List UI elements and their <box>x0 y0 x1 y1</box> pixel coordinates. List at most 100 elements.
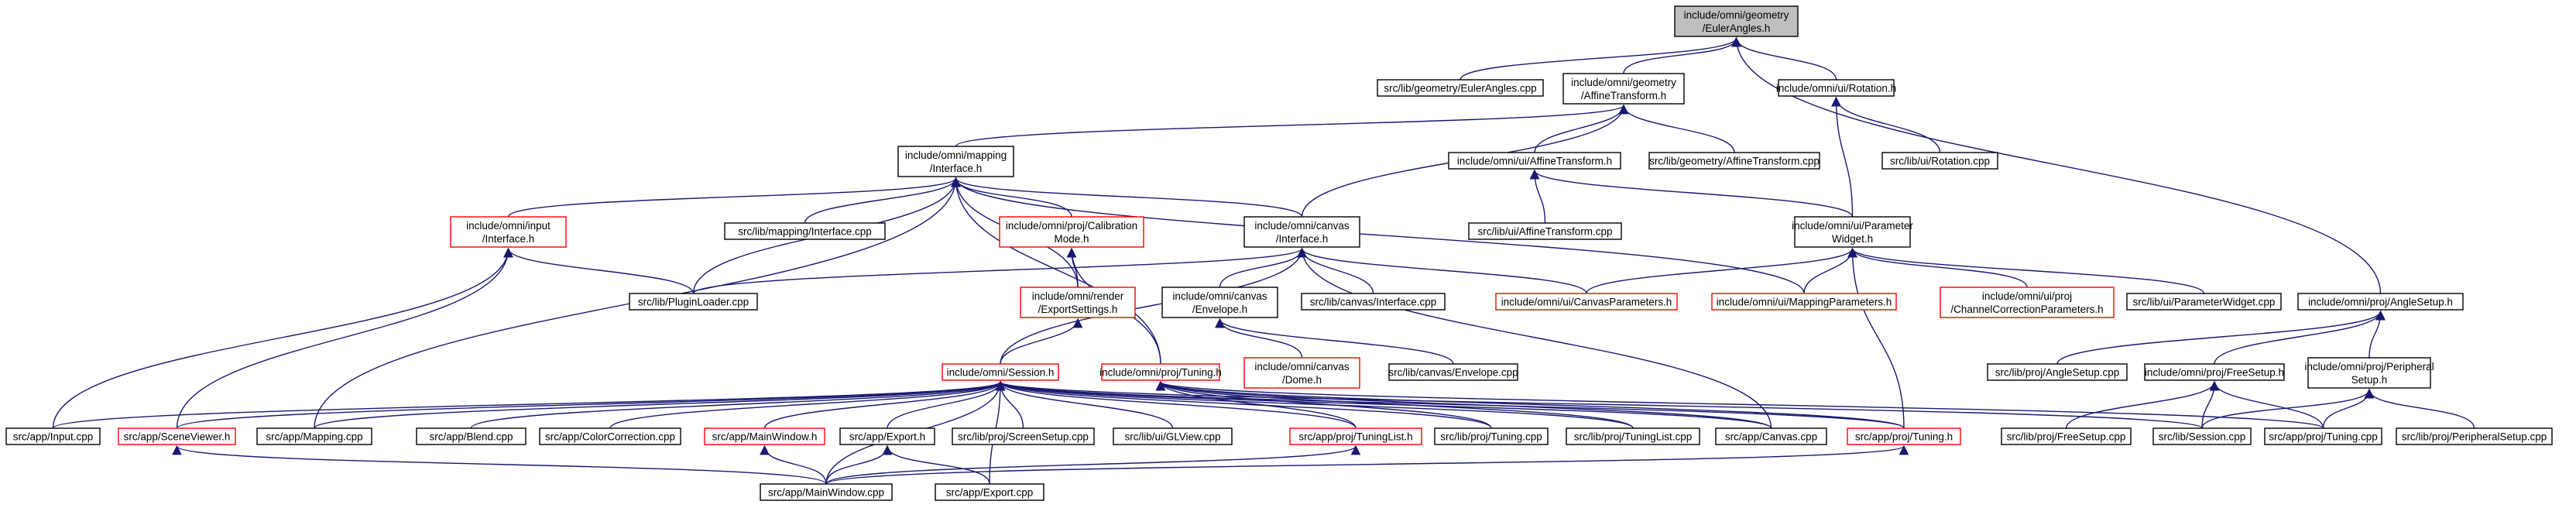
node-box <box>1562 73 1685 105</box>
file-node[interactable]: include/omni/proj/AngleSetup.h <box>2297 293 2464 311</box>
dependency-arrow <box>882 444 990 485</box>
file-node[interactable]: src/app/Blend.cpp <box>416 427 527 445</box>
file-node[interactable]: include/omni/mapping/Interface.h <box>897 146 1014 177</box>
dependency-arrow <box>1215 318 1454 365</box>
file-node[interactable]: include/omni/proj/Tuning.h <box>1099 363 1222 381</box>
file-node[interactable]: include/omni/ui/proj/ChannelCorrectionPa… <box>1940 287 2115 318</box>
node-box <box>1388 363 1518 381</box>
file-node[interactable]: include/omni/canvas/Dome.h <box>1243 357 1360 389</box>
file-node[interactable]: include/omni/geometry/EulerAngles.h <box>1674 5 1799 37</box>
file-node[interactable]: src/lib/ui/Rotation.cpp <box>1881 152 1998 170</box>
node-label: src/lib/canvas/Envelope.cpp <box>1388 367 1518 379</box>
file-node[interactable]: include/omni/canvas/Envelope.h <box>1161 287 1278 318</box>
file-node[interactable]: include/omni/proj/PeripheralSetup.h <box>2304 357 2434 389</box>
node-box <box>2152 427 2252 445</box>
file-node[interactable]: src/lib/proj/ScreenSetup.cpp <box>952 427 1095 445</box>
file-node[interactable]: include/omni/ui/CanvasParameters.h <box>1495 293 1678 311</box>
edge-n25-n41 <box>996 380 1634 429</box>
file-node[interactable]: src/lib/ui/AffineTransform.cpp <box>1468 222 1622 240</box>
node-label: include/omni/mapping <box>905 149 1007 161</box>
node-label: include/omni/proj/Calibration <box>1006 220 1137 232</box>
dependency-arrow <box>1529 169 1546 224</box>
file-node[interactable]: src/lib/proj/Tuning.cpp <box>1434 427 1549 445</box>
file-node[interactable]: src/app/ColorCorrection.cpp <box>539 427 681 445</box>
file-node[interactable]: src/app/Mapping.cpp <box>256 427 372 445</box>
file-node[interactable]: src/lib/canvas/Interface.cpp <box>1301 293 1446 311</box>
node-label: include/omni/ui/AffineTransform.h <box>1457 156 1612 167</box>
file-node[interactable]: include/omni/ui/AffineTransform.h <box>1448 152 1621 170</box>
edge-n26-n39 <box>1155 380 1357 429</box>
node-label: src/lib/ui/Rotation.cpp <box>1890 156 1990 167</box>
dependency-arrow <box>2209 380 2324 429</box>
file-node[interactable]: src/app/MainWindow.h <box>704 427 825 445</box>
dependency-arrow <box>1731 36 2382 294</box>
file-node[interactable]: src/lib/ui/ParameterWidget.cpp <box>2126 293 2282 311</box>
file-node[interactable]: src/lib/proj/AngleSetup.cpp <box>1987 363 2128 381</box>
dependency-edges <box>52 36 2475 485</box>
edge-n5-n12 <box>1529 169 1546 224</box>
file-node[interactable]: src/app/SceneViewer.h <box>118 427 236 445</box>
file-node[interactable]: src/app/Canvas.cpp <box>1715 427 1827 445</box>
file-node[interactable]: include/omni/ui/ParameterWidget.h <box>1792 216 1913 248</box>
edge-n29-n47 <box>2364 388 2475 429</box>
dependency-arrow <box>763 380 1006 429</box>
node-label: include/omni/ui/CanvasParameters.h <box>1501 297 1672 308</box>
file-node[interactable]: include/omni/ui/MappingParameters.h <box>1711 293 1897 311</box>
file-node[interactable]: src/lib/geometry/EulerAngles.cpp <box>1377 79 1544 97</box>
edge-n25-n39 <box>995 380 1357 429</box>
dependency-arrow <box>995 380 1357 429</box>
file-node[interactable]: src/app/MainWindow.cpp <box>760 483 893 501</box>
file-node[interactable]: src/lib/proj/PeripheralSetup.cpp <box>2396 427 2553 445</box>
node-label: include/omni/canvas <box>1254 220 1350 232</box>
file-node[interactable]: include/omni/input/Interface.h <box>450 216 567 248</box>
node-box <box>999 216 1144 248</box>
node-box <box>1113 427 1233 445</box>
edge-n26-n40 <box>1155 380 1492 429</box>
dependency-arrow <box>1215 318 1303 359</box>
file-node[interactable]: src/app/proj/Tuning.cpp <box>2264 427 2382 445</box>
file-node[interactable]: src/lib/ui/GLView.cpp <box>1113 427 1233 445</box>
dependency-arrow <box>52 247 513 429</box>
file-node[interactable]: src/lib/PluginLoader.cpp <box>629 293 758 311</box>
file-node[interactable]: src/lib/mapping/Interface.cpp <box>724 222 886 240</box>
node-label: include/omni/render <box>1032 290 1124 302</box>
dependency-arrow <box>951 177 1303 218</box>
file-node[interactable]: src/lib/proj/FreeSetup.cpp <box>2001 427 2132 445</box>
edge-n25-n30 <box>52 380 1005 429</box>
edge-n13-n19 <box>1803 247 1857 294</box>
file-node[interactable]: src/app/Input.cpp <box>5 427 101 445</box>
dependency-arrow <box>1618 104 1735 153</box>
dependency-arrow <box>52 380 1005 429</box>
dependency-arrow <box>1156 380 1772 429</box>
file-node[interactable]: src/lib/proj/TuningList.cpp <box>1566 427 1700 445</box>
edge-n4-n11 <box>951 177 1303 218</box>
file-node[interactable]: src/lib/canvas/Envelope.cpp <box>1388 363 1518 381</box>
file-node[interactable]: src/lib/Session.cpp <box>2152 427 2252 445</box>
edge-n11-n18 <box>1297 247 1587 294</box>
file-node[interactable]: include/omni/ui/Rotation.h <box>1776 79 1896 97</box>
file-node[interactable]: src/app/proj/TuningList.h <box>1289 427 1422 445</box>
file-node[interactable]: include/omni/Session.h <box>942 363 1059 381</box>
node-label: /Interface.h <box>1276 233 1329 245</box>
file-node[interactable]: include/omni/canvas/Interface.h <box>1243 216 1360 248</box>
dependency-arrow <box>951 177 1161 365</box>
dependency-arrow <box>995 380 1174 429</box>
node-label: src/lib/PluginLoader.cpp <box>638 297 749 308</box>
dependency-arrow <box>2056 310 2386 365</box>
node-label: /Dome.h <box>1282 374 1322 386</box>
edge-n22-n27 <box>2056 310 2386 365</box>
edge-n22-n29 <box>2368 310 2386 359</box>
dependency-arrow <box>1586 247 1857 294</box>
node-label: src/app/ColorCorrection.cpp <box>545 431 675 443</box>
file-node[interactable]: src/lib/geometry/AffineTransform.cpp <box>1648 152 1820 170</box>
edge-n25-n40 <box>995 380 1492 429</box>
file-node[interactable]: include/omni/geometry/AffineTransform.h <box>1562 73 1685 105</box>
file-node[interactable]: src/app/Export.h <box>839 427 935 445</box>
file-node[interactable]: include/omni/render/ExportSettings.h <box>1020 287 1136 318</box>
node-label: Mode.h <box>1054 233 1089 245</box>
file-node[interactable]: src/app/proj/Tuning.h <box>1847 427 1961 445</box>
node-box <box>935 483 1044 501</box>
file-node[interactable]: include/omni/proj/FreeSetup.h <box>2144 363 2285 381</box>
file-node[interactable]: src/app/Export.cpp <box>935 483 1044 501</box>
